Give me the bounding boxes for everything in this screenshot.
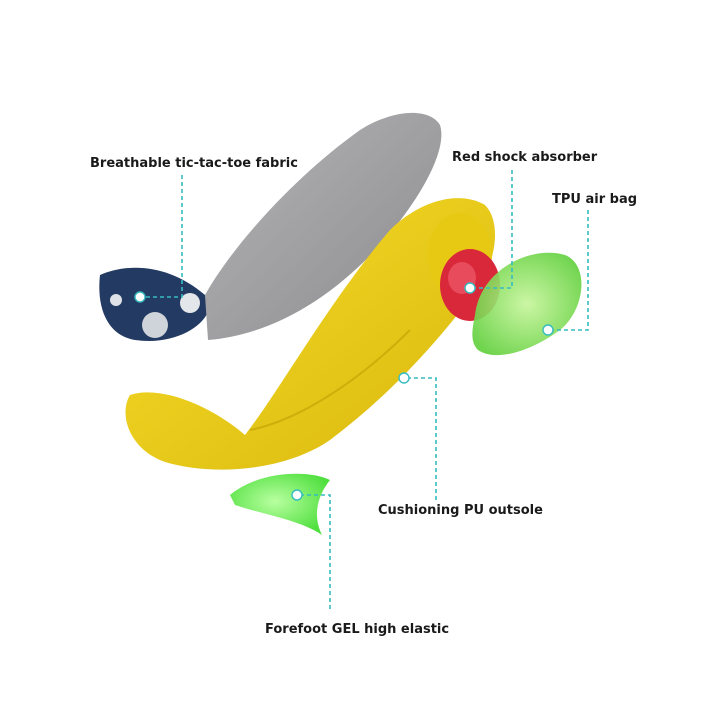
fabric-underside-print (99, 267, 208, 341)
leader-gel (300, 494, 331, 612)
print-planet-icon (180, 293, 200, 313)
outsole-body (125, 198, 496, 470)
leader-fabric (140, 175, 183, 298)
callout-dot-airbag (542, 324, 554, 336)
label-air-bag: TPU air bag (552, 192, 638, 207)
print-moon-icon (110, 294, 122, 306)
label-forefoot-gel: Forefoot GEL high elastic (265, 622, 450, 637)
tpu-air-bag (472, 252, 582, 356)
leader-lines (140, 170, 589, 612)
leader-airbag (548, 210, 589, 331)
label-fabric: Breathable tic-tac-toe fabric (90, 156, 298, 171)
callout-dot-gel (291, 489, 303, 501)
callout-dot-outsole (398, 372, 410, 384)
air-bag-shape (472, 252, 582, 356)
print-astronaut-icon (142, 312, 168, 338)
outsole-contour (249, 329, 411, 431)
callout-dot-shock (464, 282, 476, 294)
fabric-top-layer (99, 112, 442, 341)
fabric-grey-surface (205, 112, 442, 340)
callout-dots (134, 282, 554, 501)
forefoot-gel (230, 473, 330, 535)
gel-pad-shape (230, 473, 330, 535)
leader-outsole (407, 377, 437, 503)
label-shock-absorber: Red shock absorber (452, 150, 598, 165)
label-outsole: Cushioning PU outsole (378, 503, 543, 518)
callout-dot-fabric (134, 291, 146, 303)
